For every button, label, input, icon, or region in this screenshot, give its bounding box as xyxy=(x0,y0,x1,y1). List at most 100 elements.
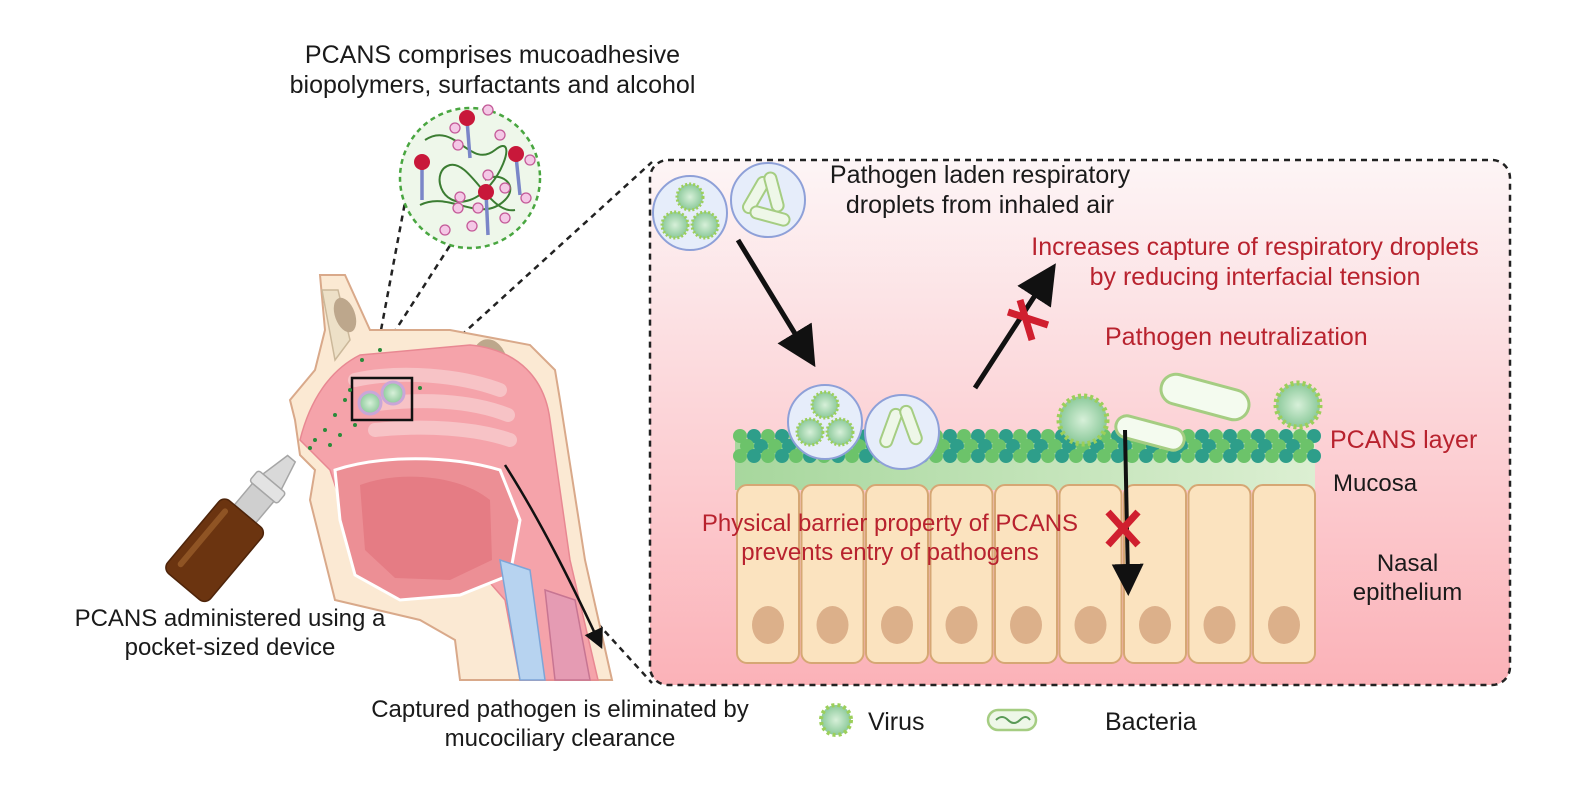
cell-nucleus xyxy=(1268,606,1300,644)
pcans-bead xyxy=(1286,439,1300,453)
cell-nucleus xyxy=(752,606,784,644)
neutralized-virus xyxy=(1273,380,1323,430)
pcans-bead xyxy=(936,439,950,453)
nasal-epithelium-cells xyxy=(736,484,1316,664)
epithelial-cell xyxy=(994,484,1058,664)
cell-nucleus xyxy=(1010,606,1042,644)
pcans-bead xyxy=(964,439,978,453)
pcans-bead xyxy=(1251,429,1265,443)
surface-droplet-bacteria xyxy=(864,394,940,470)
pcans-bead xyxy=(761,429,775,443)
pcans-bead xyxy=(971,429,985,443)
pcans-bead xyxy=(733,449,747,463)
pcans-bead xyxy=(1195,429,1209,443)
cell-nucleus xyxy=(1074,606,1107,644)
pcans-bead xyxy=(1041,449,1055,463)
pcans-bead xyxy=(1300,439,1314,453)
pcans-composition-circle xyxy=(398,104,542,250)
pcans-bead xyxy=(950,439,964,453)
pcans-bead xyxy=(1062,439,1076,453)
pcans-bead xyxy=(775,449,789,463)
epithelial-cell xyxy=(736,484,800,664)
pcans-bead xyxy=(1223,429,1237,443)
head-sagittal-illustration xyxy=(288,274,614,681)
cell-nucleus xyxy=(1203,606,1236,644)
pcans-bead xyxy=(1104,439,1118,453)
pcans-bead xyxy=(1209,429,1223,443)
bacteria-icon xyxy=(986,708,1038,732)
pcans-bead xyxy=(1083,449,1097,463)
pcans-bead xyxy=(999,429,1013,443)
cell-nucleus xyxy=(816,606,849,644)
pcans-bead xyxy=(1188,439,1202,453)
pcans-bead xyxy=(1293,449,1307,463)
pcans-bead xyxy=(1265,449,1279,463)
pcans-bead xyxy=(1181,449,1195,463)
pcans-bead xyxy=(1279,449,1293,463)
epithelial-cell xyxy=(1123,484,1187,664)
pcans-bead xyxy=(1307,429,1321,443)
pcans-bead xyxy=(1090,439,1104,453)
pcans-bead xyxy=(1230,439,1244,453)
pcans-bead xyxy=(943,429,957,443)
pcans-bead xyxy=(775,429,789,443)
droplet-bacteria-cluster xyxy=(730,162,806,238)
blocked-x-mark-lower xyxy=(1105,509,1141,548)
pcans-bead xyxy=(978,439,992,453)
pcans-bead xyxy=(1069,449,1083,463)
pcans-bead xyxy=(1279,429,1293,443)
epithelial-cell xyxy=(865,484,929,664)
cell-nucleus xyxy=(881,606,913,644)
pcans-bead xyxy=(1237,429,1251,443)
epithelial-cell xyxy=(1252,484,1316,664)
neutralization-label: Pathogen neutralization xyxy=(1105,323,1368,351)
epithelial-cell xyxy=(929,484,994,664)
pcans-bead xyxy=(985,449,999,463)
nasal-spray-bottle xyxy=(165,454,297,603)
captured-bacteria xyxy=(1114,414,1186,452)
pcans-bead xyxy=(1265,429,1279,443)
pcans-bead xyxy=(992,439,1006,453)
pcans-bead xyxy=(1251,449,1265,463)
pcans-bead xyxy=(747,449,761,463)
pcans-bead xyxy=(1202,439,1216,453)
pcans-bead xyxy=(1013,449,1027,463)
pcans-bead xyxy=(1209,449,1223,463)
pcans-bead xyxy=(1006,439,1020,453)
virus-icon xyxy=(819,703,853,737)
pcans-bead xyxy=(768,439,782,453)
pcans-bead xyxy=(754,439,768,453)
pcans-bead xyxy=(1097,449,1111,463)
pcans-bead xyxy=(1153,449,1167,463)
pcans-bead xyxy=(1111,449,1125,463)
pcans-bead xyxy=(1307,449,1321,463)
neutralized-bacteria xyxy=(1159,372,1251,422)
legend-virus-label: Virus xyxy=(868,708,925,736)
surface-droplet-virus xyxy=(787,384,863,460)
droplet-virus-cluster xyxy=(652,175,728,251)
captured-virus xyxy=(1056,393,1110,447)
pcans-bead xyxy=(1020,439,1034,453)
pcans-bead xyxy=(733,429,747,443)
pcans-bead xyxy=(971,449,985,463)
mucosa-label: Mucosa xyxy=(1333,470,1418,497)
pcans-layer-label: PCANS layer xyxy=(1330,426,1478,454)
entry-arrow xyxy=(1111,429,1144,596)
blocked-x-mark-upper xyxy=(1006,298,1050,342)
pcans-bead xyxy=(1125,449,1139,463)
pcans-bead xyxy=(1034,439,1048,453)
pcans-bead xyxy=(943,449,957,463)
pcans-bead xyxy=(1139,449,1153,463)
pcans-bead xyxy=(1272,439,1286,453)
epithelial-cell xyxy=(1187,484,1252,664)
capture-arrow xyxy=(972,263,1056,390)
pcans-bead xyxy=(1216,439,1230,453)
pcans-bead xyxy=(1041,429,1055,443)
pcans-bead xyxy=(1048,439,1062,453)
